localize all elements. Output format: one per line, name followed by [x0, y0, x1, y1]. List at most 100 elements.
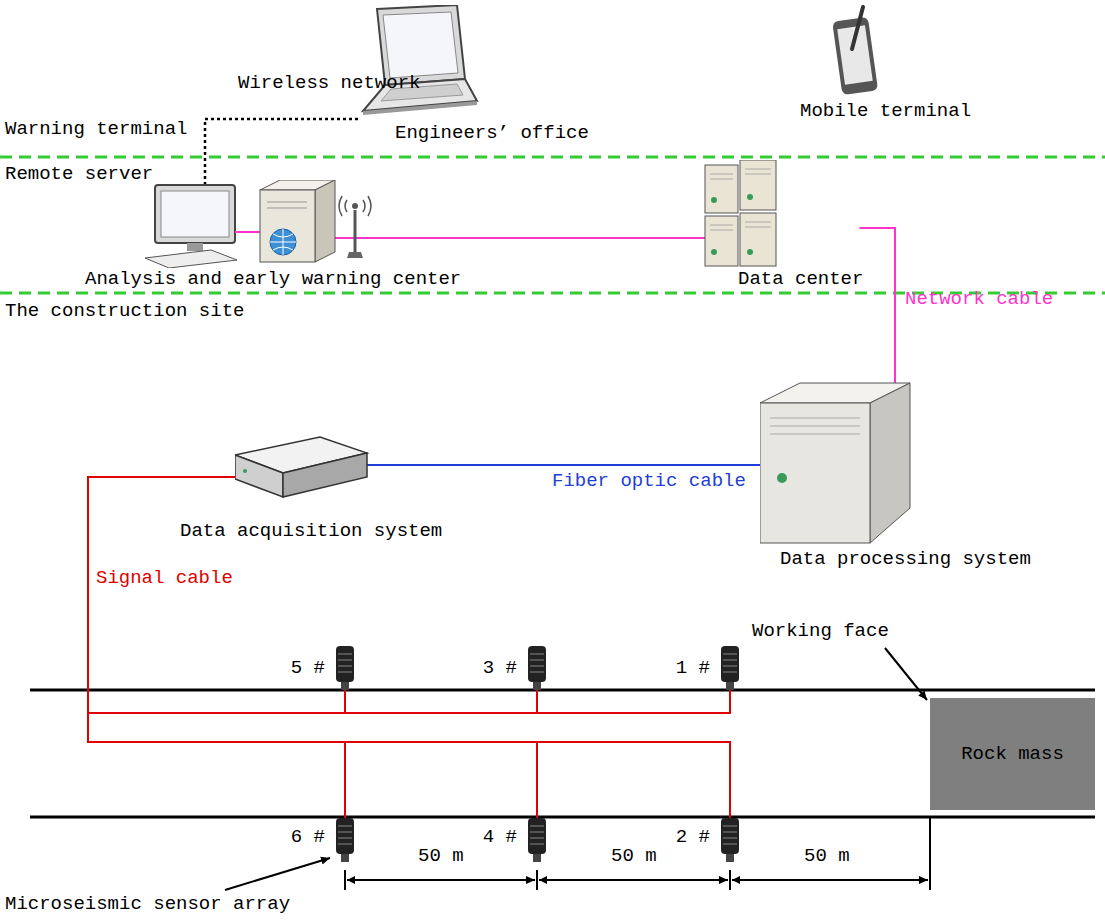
drawing-part [283, 453, 367, 497]
drawing-part [528, 818, 546, 854]
drawing-part [726, 682, 734, 690]
dimension-tick [344, 870, 346, 890]
zone-divider [0, 156, 1105, 159]
device-icon [760, 378, 1031, 548]
device-icon [825, 5, 971, 100]
drawing-part [315, 180, 335, 262]
drawing-part [721, 646, 739, 682]
processing-system: Data processing system [760, 378, 1031, 570]
sensor-symbol [718, 818, 742, 862]
data-center: Data center [700, 160, 863, 290]
drawing-part [347, 252, 363, 258]
drawing-part [145, 250, 237, 268]
mobile-icon [825, 5, 885, 100]
dimension-line [539, 879, 728, 881]
zone-label: Remote server [5, 163, 153, 185]
drawing-part [770, 418, 860, 434]
drawing-part [530, 654, 544, 672]
node-label: Data center [738, 268, 863, 290]
cable-connector [88, 477, 730, 713]
cable-connector [88, 477, 537, 713]
sensor-icon [333, 646, 357, 690]
drawing-part [338, 654, 352, 672]
sensor-symbol [333, 646, 357, 690]
drawing-part [740, 160, 776, 210]
drawing-part [243, 469, 247, 473]
drawing-part [270, 229, 296, 255]
microseismic-sensor: 4 # [483, 818, 549, 862]
device-icon [700, 160, 863, 268]
callout-label: Working face [752, 620, 889, 642]
cable-connector [315, 237, 705, 239]
mobile-terminal: Mobile terminal [800, 5, 971, 122]
node-label: 5 # [291, 657, 325, 679]
cable-connector [205, 119, 361, 185]
dimension-line [732, 879, 928, 881]
microseismic-sensor: 6 # [291, 818, 357, 862]
microseismic-sensor: 3 # [483, 646, 549, 690]
device-icon [345, 5, 589, 122]
drawing-part [528, 646, 546, 682]
node-label: 2 # [676, 826, 710, 848]
sensor-symbol [333, 818, 357, 862]
microseismic-sensor: 5 # [291, 646, 357, 690]
drawing-part [530, 826, 544, 844]
drawing-part [187, 243, 203, 251]
sensor-icon [718, 646, 742, 690]
node-label: Analysis and early warning center [85, 268, 461, 290]
node-label: Data processing system [780, 548, 1031, 570]
drawing-part [832, 17, 878, 95]
rock-mass-box: Rock mass [930, 698, 1095, 810]
drawing-part [336, 818, 354, 854]
drawing-part [533, 854, 541, 862]
drawing-part [705, 216, 738, 266]
drawing-part [339, 196, 371, 216]
drawing-part [723, 826, 737, 844]
sensor-icon [525, 646, 549, 690]
node-label: 3 # [483, 657, 517, 679]
drawing-part [870, 383, 910, 543]
device-icon [145, 180, 461, 268]
drawing-part [710, 169, 771, 230]
sensor-symbol [525, 818, 549, 862]
tunnel-wall [30, 689, 1095, 692]
drawing-part [260, 190, 315, 262]
cable-connector [88, 477, 345, 713]
sensor-symbol [718, 646, 742, 690]
leader-line [885, 648, 927, 700]
drawing-part [341, 682, 349, 690]
drawing-part [852, 7, 863, 49]
acquisition-box-icon [235, 425, 370, 520]
cable-connector [88, 477, 730, 818]
cable-connector [88, 477, 537, 818]
drawing-part [723, 654, 737, 672]
drawing-part [832, 17, 878, 95]
node-label: 1 # [676, 657, 710, 679]
drawing-part [777, 473, 787, 483]
warning-center: Analysis and early warning center [85, 180, 461, 290]
drawing-part [161, 191, 229, 237]
drawing-part [270, 229, 296, 255]
drawing-part [338, 826, 352, 844]
callout-label: Microseismic sensor array [5, 893, 290, 915]
node-label: Mobile terminal [800, 100, 971, 122]
drawing-part [705, 165, 738, 213]
sensor-icon [525, 818, 549, 862]
drawing-part [726, 854, 734, 862]
cable-label: Wireless network [238, 72, 420, 94]
sensor-symbol [525, 646, 549, 690]
drawing-part [740, 213, 776, 266]
drawing-part [235, 455, 283, 497]
workstation-icon [145, 180, 395, 268]
drawing-part [711, 197, 717, 203]
node-label: 4 # [483, 826, 517, 848]
node-label: Data acquisition system [180, 520, 442, 542]
drawing-part [721, 818, 739, 854]
dimension-tick [729, 870, 731, 890]
cable-label: Signal cable [96, 567, 233, 589]
drawing-part [747, 194, 753, 200]
cable-connector [367, 464, 761, 466]
dimension-label: 50 m [611, 845, 657, 867]
drawing-part [533, 682, 541, 690]
microseismic-sensor: 2 # [676, 818, 742, 862]
